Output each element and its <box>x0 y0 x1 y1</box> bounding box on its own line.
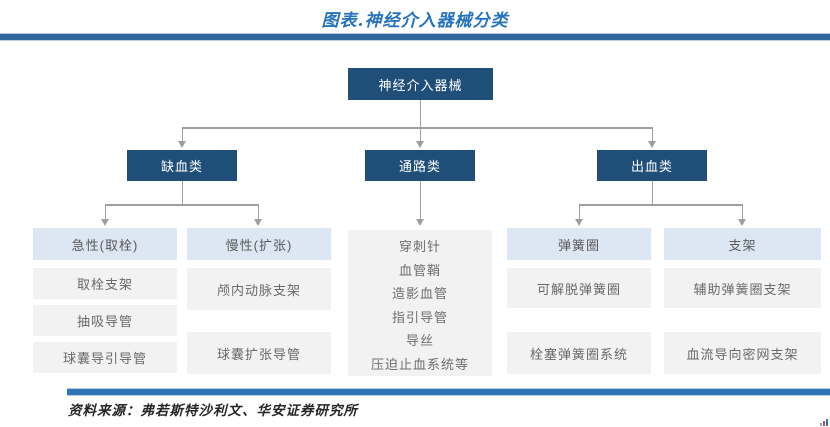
title-divider-rule <box>0 33 830 41</box>
connector-drop-coil <box>578 204 580 220</box>
branch-node-ischemic: 缺血类 <box>127 150 237 181</box>
leaf-item: 取栓支架 <box>33 268 177 299</box>
connector-ischemic-crossbar <box>104 204 259 206</box>
connector-drop-access <box>419 127 421 142</box>
leaf-item: 压迫止血系统等 <box>370 356 469 372</box>
leaf-item: 辅助弹簧圈支架 <box>664 268 821 308</box>
connector-access-stem <box>419 181 421 220</box>
leaf-item: 导丝 <box>405 333 434 348</box>
connector-drop-ischemic <box>181 127 183 142</box>
arrow-down-icon <box>415 141 424 148</box>
connector-root-stem <box>419 100 421 128</box>
leaf-item: 球囊导引导管 <box>33 342 177 373</box>
source-note: 资料来源：弗若斯特沙利文、华安证券研究所 <box>68 403 358 419</box>
arrow-down-icon <box>253 219 262 226</box>
leaf-item: 颅内动脉支架 <box>187 268 331 310</box>
arrow-down-icon <box>100 219 109 226</box>
root-node: 神经介入器械 <box>348 68 493 100</box>
connector-hemorrhagic-crossbar <box>578 204 743 206</box>
connector-root-crossbar <box>181 127 652 129</box>
subgroup-node-coil: 弹簧圈 <box>507 228 651 260</box>
watermark-bars-icon <box>820 419 829 426</box>
subgroup-node-acute: 急性(取栓) <box>33 228 177 260</box>
arrow-down-icon <box>177 141 186 148</box>
leaf-item: 血管鞘 <box>398 262 441 278</box>
branch-node-access: 通路类 <box>365 150 475 181</box>
leaf-item: 指引导管 <box>391 309 448 325</box>
connector-drop-acute <box>104 204 106 220</box>
leaf-item: 穿刺针 <box>398 239 441 254</box>
connector-drop-stent <box>741 204 743 220</box>
leaf-item: 造影血管 <box>391 286 448 301</box>
source-divider-rule <box>67 388 830 396</box>
leaf-item: 抽吸导管 <box>33 305 177 336</box>
branch-node-hemorrhagic: 出血类 <box>597 150 707 181</box>
subgroup-node-stent: 支架 <box>664 228 821 260</box>
arrow-down-icon <box>647 141 656 148</box>
arrow-down-icon <box>737 219 746 226</box>
connector-drop-hemorrhagic <box>651 127 653 142</box>
leaf-item: 血流导向密网支架 <box>664 332 821 374</box>
leaf-item: 可解脱弹簧圈 <box>507 268 651 308</box>
connector-ischemic-stem <box>181 181 183 205</box>
leaf-item: 球囊扩张导管 <box>187 332 331 374</box>
subgroup-node-chronic: 慢性(扩张) <box>187 228 331 260</box>
arrow-down-icon <box>574 219 583 226</box>
arrow-down-icon <box>415 219 424 226</box>
connector-hemorrhagic-stem <box>651 181 653 205</box>
access-devices-box: 穿刺针 血管鞘 造影血管 指引导管 导丝 压迫止血系统等 <box>348 230 492 376</box>
connector-drop-chronic <box>257 204 259 220</box>
figure-title: 图表.神经介入器械分类 <box>321 11 509 31</box>
leaf-item: 栓塞弹簧圈系统 <box>507 332 651 374</box>
